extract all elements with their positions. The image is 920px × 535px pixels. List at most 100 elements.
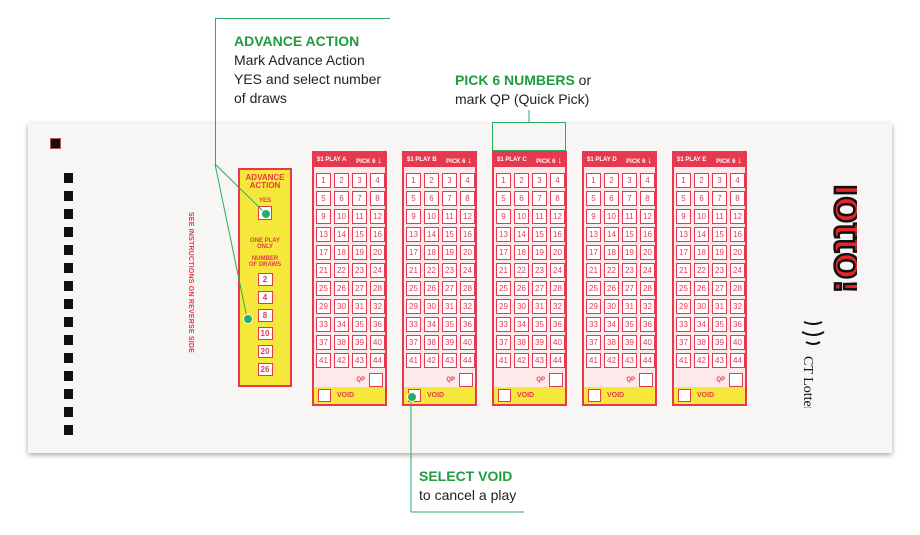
number-box[interactable]: 3: [712, 173, 727, 188]
number-box[interactable]: 42: [514, 353, 529, 368]
number-box[interactable]: 34: [694, 317, 709, 332]
number-box[interactable]: 35: [442, 317, 457, 332]
number-box[interactable]: 7: [622, 191, 637, 206]
number-box[interactable]: 7: [712, 191, 727, 206]
number-box[interactable]: 6: [424, 191, 439, 206]
number-box[interactable]: 10: [604, 209, 619, 224]
number-box[interactable]: 20: [460, 245, 475, 260]
number-box[interactable]: 20: [370, 245, 385, 260]
number-box[interactable]: 1: [676, 173, 691, 188]
number-box[interactable]: 44: [460, 353, 475, 368]
number-box[interactable]: 12: [640, 209, 655, 224]
number-box[interactable]: 5: [496, 191, 511, 206]
number-box[interactable]: 41: [676, 353, 691, 368]
number-box[interactable]: 27: [442, 281, 457, 296]
quick-pick-checkbox[interactable]: [549, 373, 563, 387]
draw-option-box[interactable]: 26: [257, 363, 273, 376]
number-box[interactable]: 44: [370, 353, 385, 368]
number-box[interactable]: 27: [352, 281, 367, 296]
number-box[interactable]: 18: [514, 245, 529, 260]
number-box[interactable]: 24: [640, 263, 655, 278]
number-box[interactable]: 40: [640, 335, 655, 350]
number-box[interactable]: 17: [676, 245, 691, 260]
void-checkbox[interactable]: [498, 389, 511, 402]
number-box[interactable]: 8: [370, 191, 385, 206]
draw-option-box[interactable]: 4: [257, 291, 273, 304]
number-box[interactable]: 2: [694, 173, 709, 188]
number-box[interactable]: 26: [514, 281, 529, 296]
number-box[interactable]: 42: [424, 353, 439, 368]
number-box[interactable]: 6: [334, 191, 349, 206]
number-box[interactable]: 29: [496, 299, 511, 314]
number-box[interactable]: 38: [334, 335, 349, 350]
number-box[interactable]: 10: [514, 209, 529, 224]
number-box[interactable]: 13: [316, 227, 331, 242]
draw-option-box[interactable]: 10: [257, 327, 273, 340]
number-box[interactable]: 9: [676, 209, 691, 224]
number-box[interactable]: 43: [352, 353, 367, 368]
number-box[interactable]: 35: [622, 317, 637, 332]
number-box[interactable]: 43: [712, 353, 727, 368]
number-box[interactable]: 31: [352, 299, 367, 314]
number-box[interactable]: 37: [676, 335, 691, 350]
number-box[interactable]: 34: [334, 317, 349, 332]
number-box[interactable]: 17: [316, 245, 331, 260]
number-box[interactable]: 37: [496, 335, 511, 350]
number-box[interactable]: 18: [424, 245, 439, 260]
number-box[interactable]: 22: [604, 263, 619, 278]
number-box[interactable]: 38: [694, 335, 709, 350]
number-box[interactable]: 33: [586, 317, 601, 332]
number-box[interactable]: 20: [730, 245, 745, 260]
number-box[interactable]: 5: [676, 191, 691, 206]
number-box[interactable]: 23: [442, 263, 457, 278]
number-box[interactable]: 37: [586, 335, 601, 350]
number-box[interactable]: 23: [622, 263, 637, 278]
number-box[interactable]: 6: [694, 191, 709, 206]
number-box[interactable]: 21: [316, 263, 331, 278]
number-box[interactable]: 32: [460, 299, 475, 314]
number-box[interactable]: 36: [370, 317, 385, 332]
number-box[interactable]: 15: [712, 227, 727, 242]
number-box[interactable]: 39: [622, 335, 637, 350]
number-box[interactable]: 2: [514, 173, 529, 188]
quick-pick-checkbox[interactable]: [639, 373, 653, 387]
number-box[interactable]: 39: [352, 335, 367, 350]
number-box[interactable]: 22: [334, 263, 349, 278]
number-box[interactable]: 7: [352, 191, 367, 206]
number-box[interactable]: 2: [604, 173, 619, 188]
number-box[interactable]: 5: [406, 191, 421, 206]
number-box[interactable]: 29: [586, 299, 601, 314]
number-box[interactable]: 31: [442, 299, 457, 314]
number-box[interactable]: 43: [532, 353, 547, 368]
number-box[interactable]: 2: [334, 173, 349, 188]
quick-pick-checkbox[interactable]: [729, 373, 743, 387]
number-box[interactable]: 14: [514, 227, 529, 242]
number-box[interactable]: 32: [550, 299, 565, 314]
number-box[interactable]: 43: [622, 353, 637, 368]
draw-option-box[interactable]: 8: [257, 309, 273, 322]
number-box[interactable]: 14: [424, 227, 439, 242]
number-box[interactable]: 38: [604, 335, 619, 350]
number-box[interactable]: 36: [550, 317, 565, 332]
number-box[interactable]: 19: [622, 245, 637, 260]
number-box[interactable]: 6: [604, 191, 619, 206]
number-box[interactable]: 30: [514, 299, 529, 314]
number-box[interactable]: 37: [316, 335, 331, 350]
number-box[interactable]: 36: [460, 317, 475, 332]
number-box[interactable]: 24: [370, 263, 385, 278]
number-box[interactable]: 25: [676, 281, 691, 296]
number-box[interactable]: 30: [424, 299, 439, 314]
number-box[interactable]: 41: [586, 353, 601, 368]
number-box[interactable]: 22: [424, 263, 439, 278]
number-box[interactable]: 1: [316, 173, 331, 188]
number-box[interactable]: 29: [406, 299, 421, 314]
number-box[interactable]: 40: [370, 335, 385, 350]
number-box[interactable]: 27: [712, 281, 727, 296]
number-box[interactable]: 32: [370, 299, 385, 314]
number-box[interactable]: 9: [316, 209, 331, 224]
number-box[interactable]: 15: [622, 227, 637, 242]
number-box[interactable]: 16: [730, 227, 745, 242]
number-box[interactable]: 3: [352, 173, 367, 188]
number-box[interactable]: 23: [532, 263, 547, 278]
number-box[interactable]: 24: [730, 263, 745, 278]
